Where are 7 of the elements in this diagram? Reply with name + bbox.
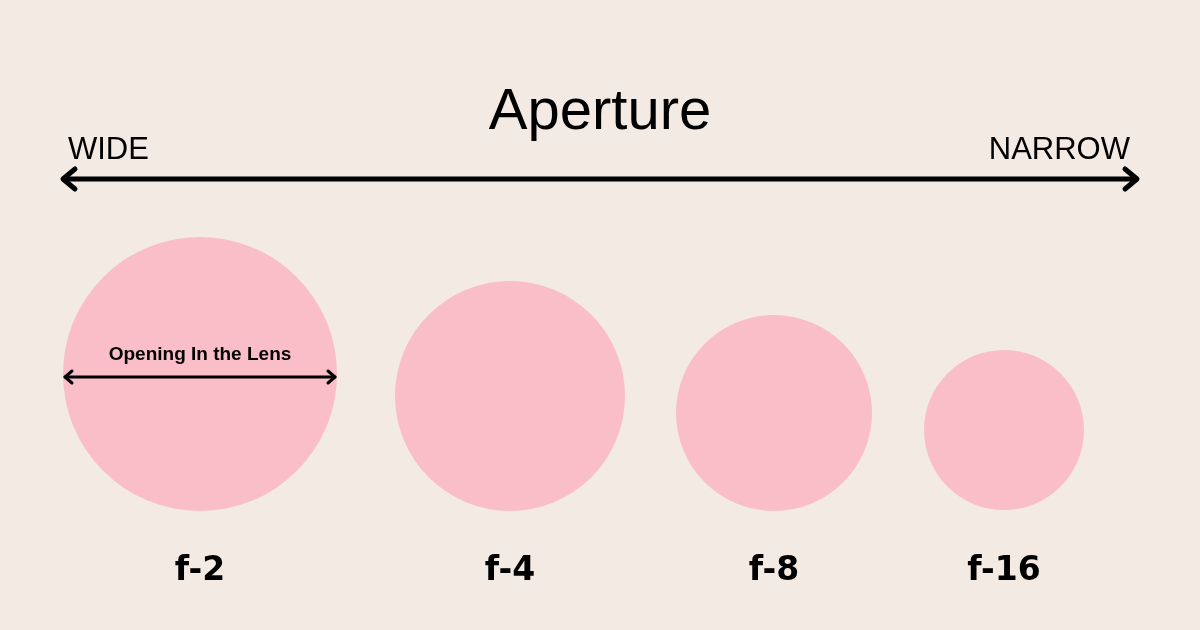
scale-end-label: NARROW [988,133,1130,164]
f-number-label: f-2 [174,552,226,585]
f-number-label: f-8 [748,552,800,585]
f-number-label: f-4 [484,552,536,585]
f-number-label: f-16 [967,552,1041,585]
scale-end-label: WIDE [68,133,149,164]
dimension-label: Opening In the Lens [108,344,292,363]
